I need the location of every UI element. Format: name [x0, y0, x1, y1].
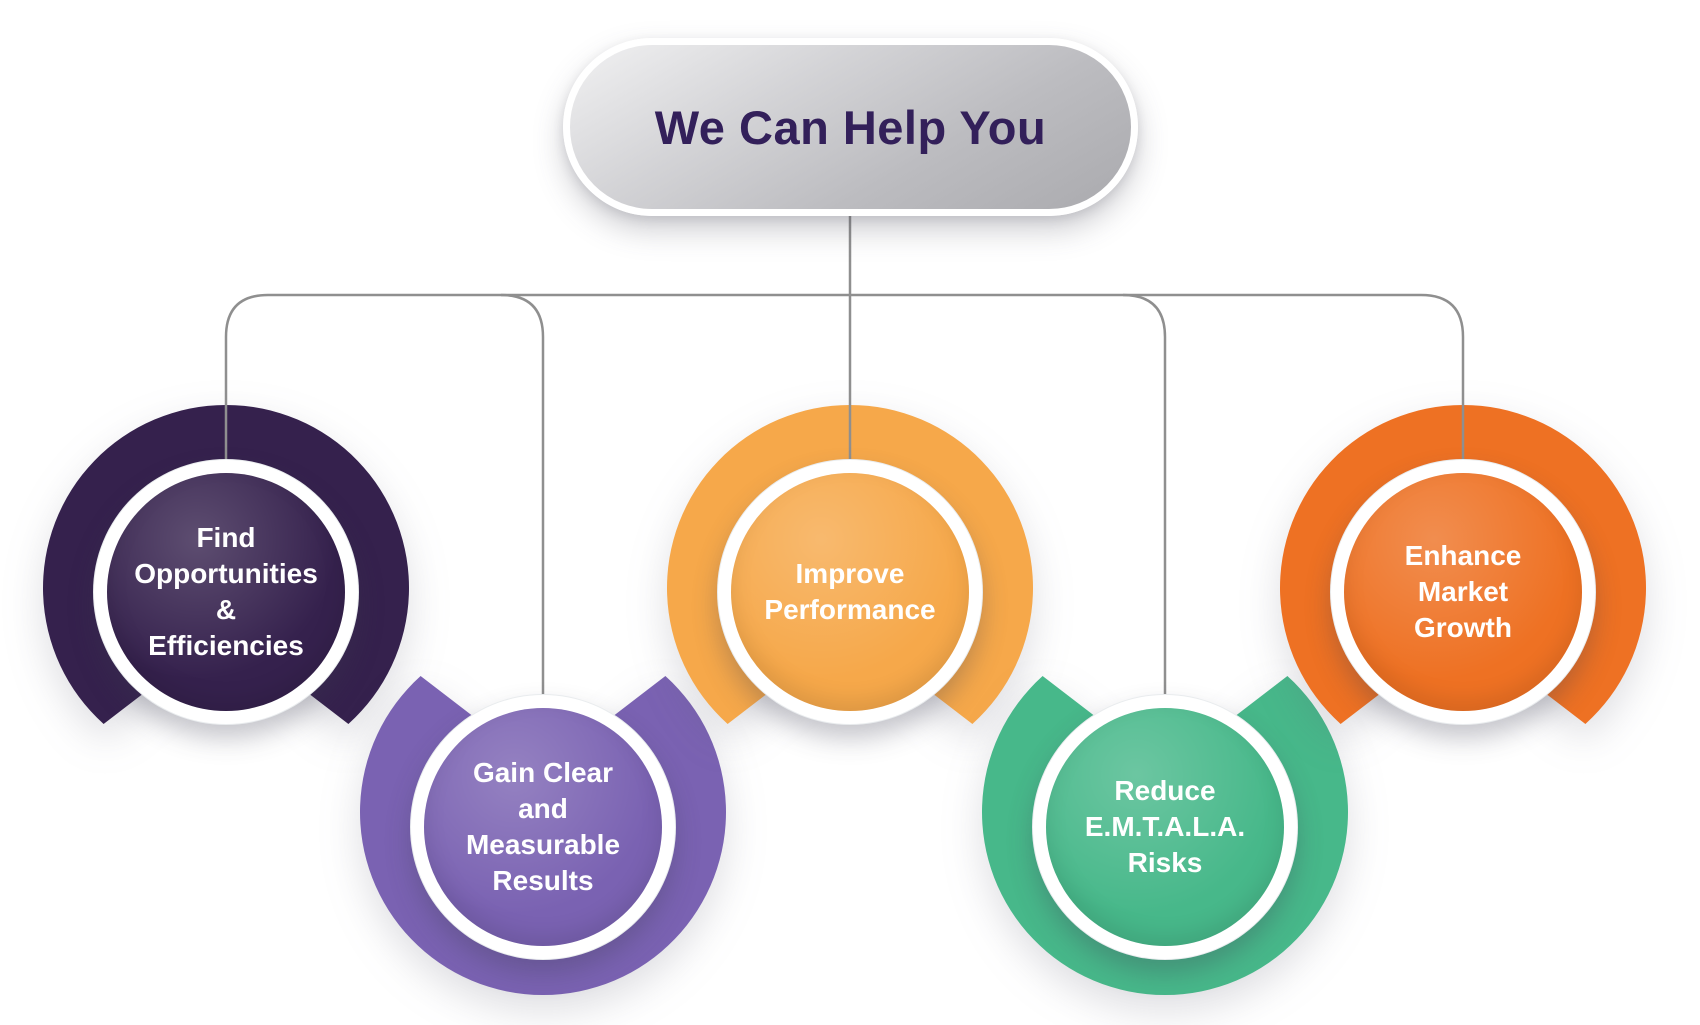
- node-circle: Reduce E.M.T.A.L.A. Risks: [1046, 708, 1284, 946]
- node-label: Enhance Market Growth: [1404, 540, 1522, 643]
- node-ring: Reduce E.M.T.A.L.A. Risks: [1033, 695, 1297, 959]
- node-label: Gain Clear and Measurable Results: [465, 757, 621, 896]
- node-ring: Gain Clear and Measurable Results: [411, 695, 675, 959]
- node-circle: Enhance Market Growth: [1344, 473, 1582, 711]
- node-circle: Gain Clear and Measurable Results: [424, 708, 662, 946]
- node-circle: Improve Performance: [731, 473, 969, 711]
- node-ring: Enhance Market Growth: [1331, 460, 1595, 724]
- title-text: We Can Help You: [654, 100, 1047, 154]
- connector-branch-2: [500, 293, 545, 700]
- node-ring: Find Opportunities & Efficiencies: [94, 460, 358, 724]
- title-pill: We Can Help You: [563, 38, 1138, 216]
- connector-branch-4: [1122, 293, 1167, 700]
- node-circle: Find Opportunities & Efficiencies: [107, 473, 345, 711]
- node-label: Reduce E.M.T.A.L.A. Risks: [1084, 775, 1246, 878]
- node-label: Find Opportunities & Efficiencies: [134, 522, 318, 661]
- connector-bus-line: [224, 293, 1465, 462]
- node-label: Improve Performance: [764, 558, 936, 625]
- node-ring: Improve Performance: [718, 460, 982, 724]
